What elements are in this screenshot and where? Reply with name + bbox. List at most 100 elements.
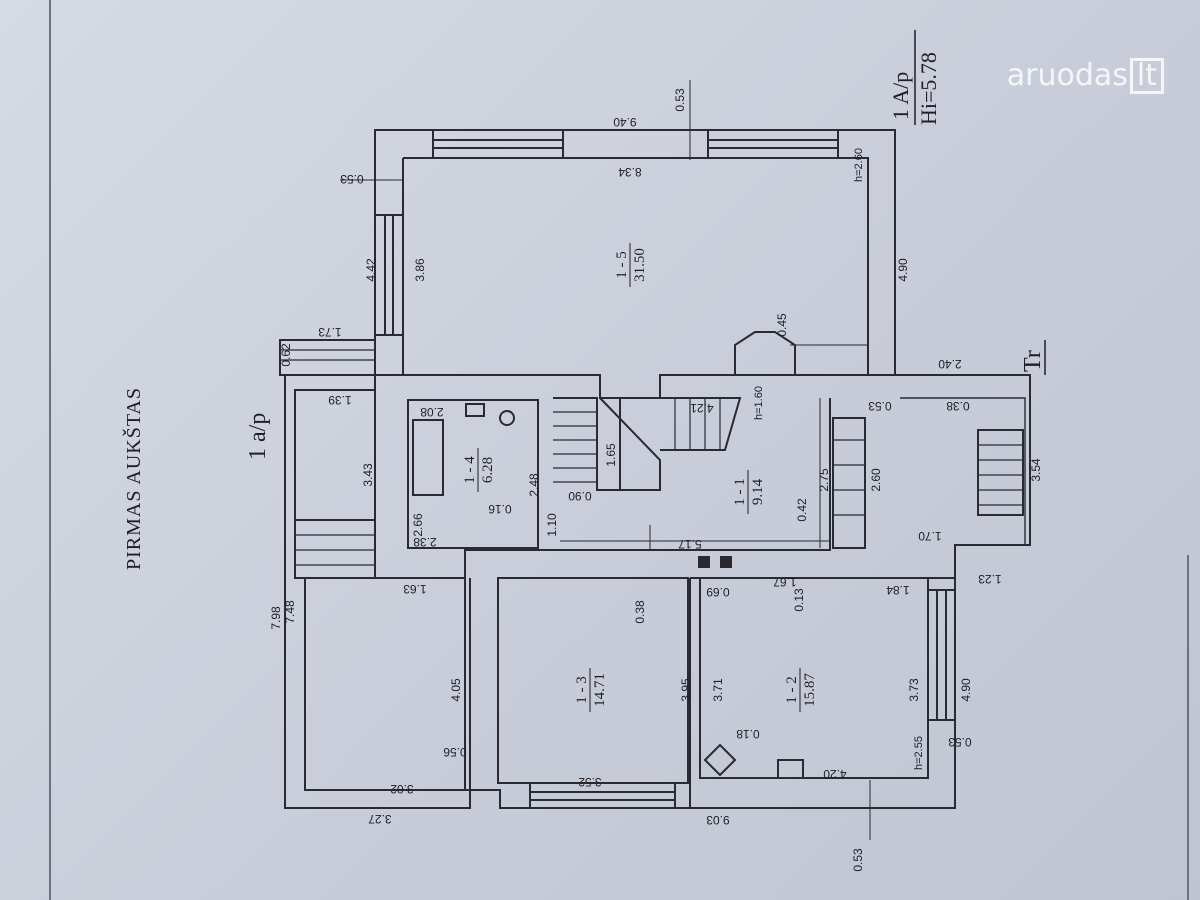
dimension-value: 3.27 xyxy=(368,812,392,826)
dimension-value: 4.90 xyxy=(959,678,973,702)
window-right-1-2 xyxy=(927,589,956,721)
dimension-value: 3.73 xyxy=(907,678,921,702)
dimension-value: 2.75 xyxy=(817,468,831,492)
room-area: 15.87 xyxy=(802,673,818,707)
dimension-value: 1.67 xyxy=(773,575,797,589)
vent-1 xyxy=(698,556,710,568)
dimension-value: 0.53 xyxy=(851,848,865,872)
dimension-value: 3.71 xyxy=(711,678,725,702)
dimension-value: 1.65 xyxy=(604,443,618,467)
dimension-value: 3.02 xyxy=(390,782,414,796)
room-id: 1 - 5 xyxy=(614,251,630,279)
dimension-value: 9.03 xyxy=(706,813,730,827)
floor-title: PIRMAS AUKŠTAS xyxy=(121,387,145,570)
dimension-value: 7.48 xyxy=(283,600,297,624)
room-id: 1 - 3 xyxy=(574,676,590,704)
dimension-value: 1.63 xyxy=(403,582,427,596)
window-top-2 xyxy=(707,129,839,159)
vent-2 xyxy=(720,556,732,568)
terrace-label: Tr xyxy=(1020,350,1046,372)
dimension-value: 0.53 xyxy=(673,88,687,112)
dimension-value: 0.13 xyxy=(792,588,806,612)
wall-bathroom xyxy=(407,399,539,549)
wall-room-1-3 xyxy=(464,578,691,809)
steps-vestibule xyxy=(294,519,376,579)
dimension-value: 0.53 xyxy=(868,399,892,413)
dimension-value: 3.95 xyxy=(679,678,693,702)
steps-entrance xyxy=(279,339,376,376)
sheet-label: 1 a/p xyxy=(245,413,271,460)
dimension-value: 2.08 xyxy=(420,405,444,419)
toilet xyxy=(499,410,515,426)
fireplace xyxy=(734,331,796,375)
dimension-value: 3.52 xyxy=(578,775,602,789)
dimension-value: 3.86 xyxy=(413,258,427,282)
dimension-value: 2.48 xyxy=(527,473,541,497)
boiler xyxy=(703,743,737,777)
dimension-value: 0.53 xyxy=(948,735,972,749)
dimension-value: 8.34 xyxy=(618,165,642,179)
window-top-1 xyxy=(432,129,564,159)
ceiling-height: h=1.60 xyxy=(753,386,765,420)
wall-terrace xyxy=(895,374,1031,578)
ceiling-height: h=2.60 xyxy=(853,148,865,182)
dimension-value: 1.84 xyxy=(886,583,910,597)
wall-left-room xyxy=(284,375,471,809)
dimension-value: 1.73 xyxy=(318,325,342,339)
dimension-value: 3.54 xyxy=(1029,458,1043,482)
dimension-lines xyxy=(294,80,871,840)
dimension-value: 1.23 xyxy=(978,572,1002,586)
dimension-value: 0.16 xyxy=(488,502,512,516)
steps-hall xyxy=(832,417,866,549)
dimension-value: 2.60 xyxy=(869,468,883,492)
window-bottom-1-3 xyxy=(529,782,676,809)
stairs-upper xyxy=(660,397,742,451)
stairs-lower xyxy=(553,397,621,491)
room-id: 1 - 4 xyxy=(462,456,478,484)
room-area: 6.28 xyxy=(480,457,496,483)
watermark-tld: lt xyxy=(1136,58,1157,93)
dimension-value: 0.53 xyxy=(340,172,364,186)
bathtub xyxy=(412,419,444,496)
dimension-value: 0.42 xyxy=(795,498,809,522)
room-area: 9.14 xyxy=(750,478,766,505)
dimension-value: 4.05 xyxy=(449,678,463,702)
dimension-value: 1.10 xyxy=(545,513,559,537)
building-code-top: 1 A/p xyxy=(888,72,913,120)
dimension-value: 9.40 xyxy=(613,115,637,129)
dimension-value: 0.45 xyxy=(775,313,789,337)
dimension-value: 0.62 xyxy=(279,343,293,367)
dimension-value: 0.56 xyxy=(443,745,467,759)
room-id: 1 - 2 xyxy=(784,676,800,704)
dimension-value: 1.70 xyxy=(918,529,942,543)
watermark-brand: aruodas xyxy=(1006,58,1128,93)
dimension-value: 0.90 xyxy=(568,489,592,503)
dimension-value: 2.40 xyxy=(938,357,962,371)
room-area: 31.50 xyxy=(632,248,648,282)
dimension-value: 0.18 xyxy=(736,727,760,741)
ceiling-height: h=2.55 xyxy=(913,736,925,770)
dimension-value: 4.90 xyxy=(896,258,910,282)
stairs-terrace xyxy=(977,429,1024,516)
dimension-value: 0.38 xyxy=(633,600,647,624)
window-left-top xyxy=(374,214,404,336)
dimension-value: 4.42 xyxy=(364,258,378,282)
dimension-value: 0.38 xyxy=(946,399,970,413)
radiator xyxy=(777,759,804,779)
dimension-value: 2.38 xyxy=(413,535,437,549)
dimension-value: 0.69 xyxy=(706,585,730,599)
dimension-value: 5.17 xyxy=(678,537,702,551)
room-area: 14.71 xyxy=(592,673,608,707)
dimension-value: 4.20 xyxy=(823,767,847,781)
room-id: 1 - 1 xyxy=(732,478,748,506)
dimension-value: 3.43 xyxy=(361,463,375,487)
dimension-value: 4.21 xyxy=(690,401,714,415)
dimension-value: 2.66 xyxy=(411,513,425,537)
